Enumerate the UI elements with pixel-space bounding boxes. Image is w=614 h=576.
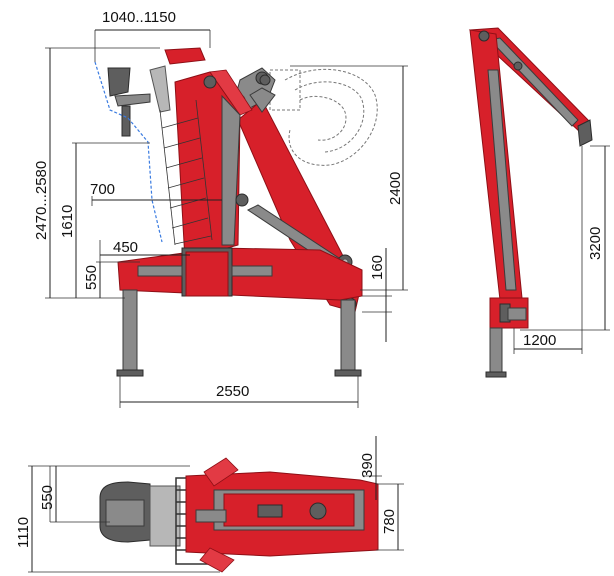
- label-1200: 1200: [523, 332, 556, 349]
- dim-780: 780: [376, 483, 404, 551]
- dim-seat-reach: 1040..1150: [94, 9, 211, 62]
- dim-550: 550: [83, 261, 140, 298]
- front-view: 1040..1150 2470...2580 1610 700 450: [33, 9, 408, 408]
- top-view: 1110 550 390 780: [15, 436, 404, 573]
- dim-160: 160: [362, 248, 392, 342]
- dim-700: 700: [90, 181, 222, 206]
- dim-total-height: 2470...2580: [33, 47, 160, 299]
- dim-390: 390: [359, 436, 382, 500]
- label-2400: 2400: [387, 172, 404, 205]
- dim-1200: 1200: [513, 146, 583, 354]
- side-view: 3200 1200: [468, 27, 610, 378]
- dim-1110: 1110: [15, 465, 220, 573]
- operator-seat: [107, 47, 206, 137]
- dim-2400: 2400: [290, 65, 408, 291]
- label-390: 390: [359, 453, 376, 478]
- label-450: 450: [113, 239, 138, 256]
- ladder: [159, 99, 213, 246]
- label-160: 160: [369, 255, 386, 280]
- seat-reach-line: [94, 61, 163, 243]
- label-780: 780: [381, 509, 398, 534]
- dim-550-top: 550: [39, 466, 110, 523]
- leg-left: [122, 289, 138, 373]
- dim-3200: 3200: [520, 145, 610, 331]
- label-700: 700: [90, 181, 115, 198]
- label-1110: 1110: [15, 517, 32, 548]
- label-550-top: 550: [39, 485, 56, 510]
- side-leg: [489, 327, 503, 377]
- leg-right: [340, 299, 356, 373]
- label-1610: 1610: [59, 205, 76, 238]
- dim-2550: 2550: [119, 376, 359, 408]
- label-2470-2580: 2470...2580: [33, 161, 50, 240]
- label-1040-1150: 1040..1150: [102, 9, 176, 26]
- label-3200: 3200: [587, 227, 604, 260]
- label-550: 550: [83, 265, 100, 290]
- dim-seat-height: 1610: [59, 142, 150, 298]
- label-2550: 2550: [216, 383, 249, 400]
